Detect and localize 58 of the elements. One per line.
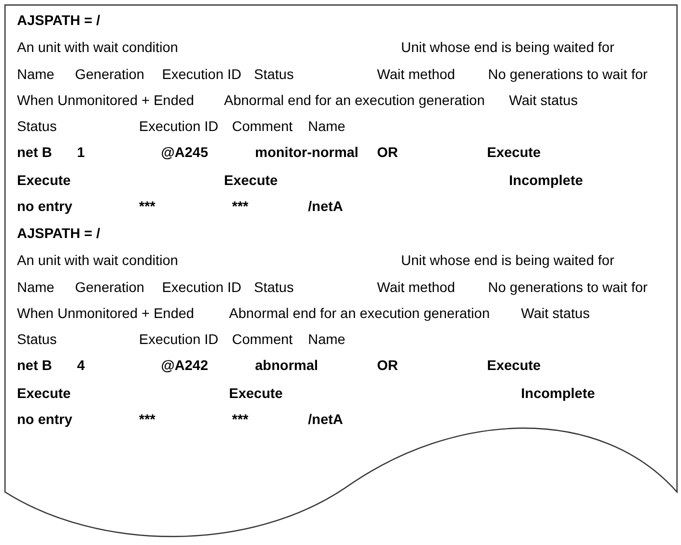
field-label: Generation	[75, 278, 144, 296]
field-value: OR	[377, 356, 398, 374]
field-label: Status	[254, 278, 294, 296]
heading: AJSPATH = /	[17, 224, 100, 242]
field-label: Execution ID	[139, 330, 218, 348]
field-value: monitor-normal	[255, 143, 358, 161]
field-value: Execute	[17, 384, 71, 402]
field-value: Execute	[487, 143, 541, 161]
field-label: Status	[17, 117, 57, 135]
field-value: ***	[139, 410, 156, 428]
field-label: Name	[308, 117, 346, 135]
field-value: net B	[17, 143, 52, 161]
field-label: Status	[17, 330, 57, 348]
field-value: 4	[77, 356, 85, 374]
field-label: An unit with wait condition	[17, 38, 178, 56]
field-value: Incomplete	[521, 384, 595, 402]
field-value: Execute	[487, 356, 541, 374]
field-value: OR	[377, 143, 398, 161]
field-label: When Unmonitored + Ended	[17, 91, 194, 109]
field-label: Abnormal end for an execution generation	[224, 91, 485, 109]
field-label: Unit whose end is being waited for	[401, 251, 614, 269]
field-label: Wait status	[509, 91, 578, 109]
field-value: Execute	[224, 171, 278, 189]
field-label: No generations to wait for	[488, 278, 648, 296]
field-value: no entry	[17, 410, 72, 428]
field-label: Name	[17, 278, 54, 296]
field-label: Wait status	[521, 304, 590, 322]
field-value: Execute	[229, 384, 283, 402]
field-label: Execution ID	[162, 65, 242, 83]
field-value: ***	[139, 197, 156, 215]
field-value: /netA	[308, 197, 343, 215]
field-label: Execution ID	[162, 278, 242, 296]
field-value: Incomplete	[509, 171, 583, 189]
field-label: Abnormal end for an execution generation	[229, 304, 490, 322]
field-value: @A242	[161, 356, 208, 374]
field-value: Execute	[17, 171, 71, 189]
field-label: When Unmonitored + Ended	[17, 304, 194, 322]
field-value: ***	[232, 410, 248, 428]
field-value: @A245	[161, 143, 208, 161]
field-label: Execution ID	[139, 117, 218, 135]
field-label: Wait method	[377, 278, 456, 296]
field-label: Generation	[75, 65, 144, 83]
field-label: Comment	[232, 117, 293, 135]
field-label: Comment	[232, 330, 293, 348]
field-label: Wait method	[377, 65, 456, 83]
field-value: /netA	[308, 410, 343, 428]
field-value: no entry	[17, 197, 72, 215]
field-label: Unit whose end is being waited for	[401, 38, 614, 56]
field-value: 1	[77, 143, 85, 161]
field-label: An unit with wait condition	[17, 251, 178, 269]
field-value: ***	[232, 197, 248, 215]
field-label: Name	[308, 330, 346, 348]
field-label: Status	[254, 65, 294, 83]
field-label: Name	[17, 65, 54, 83]
field-value: net B	[17, 356, 52, 374]
field-label: No generations to wait for	[488, 65, 648, 83]
field-value: abnormal	[255, 356, 318, 374]
heading: AJSPATH = /	[17, 11, 100, 29]
